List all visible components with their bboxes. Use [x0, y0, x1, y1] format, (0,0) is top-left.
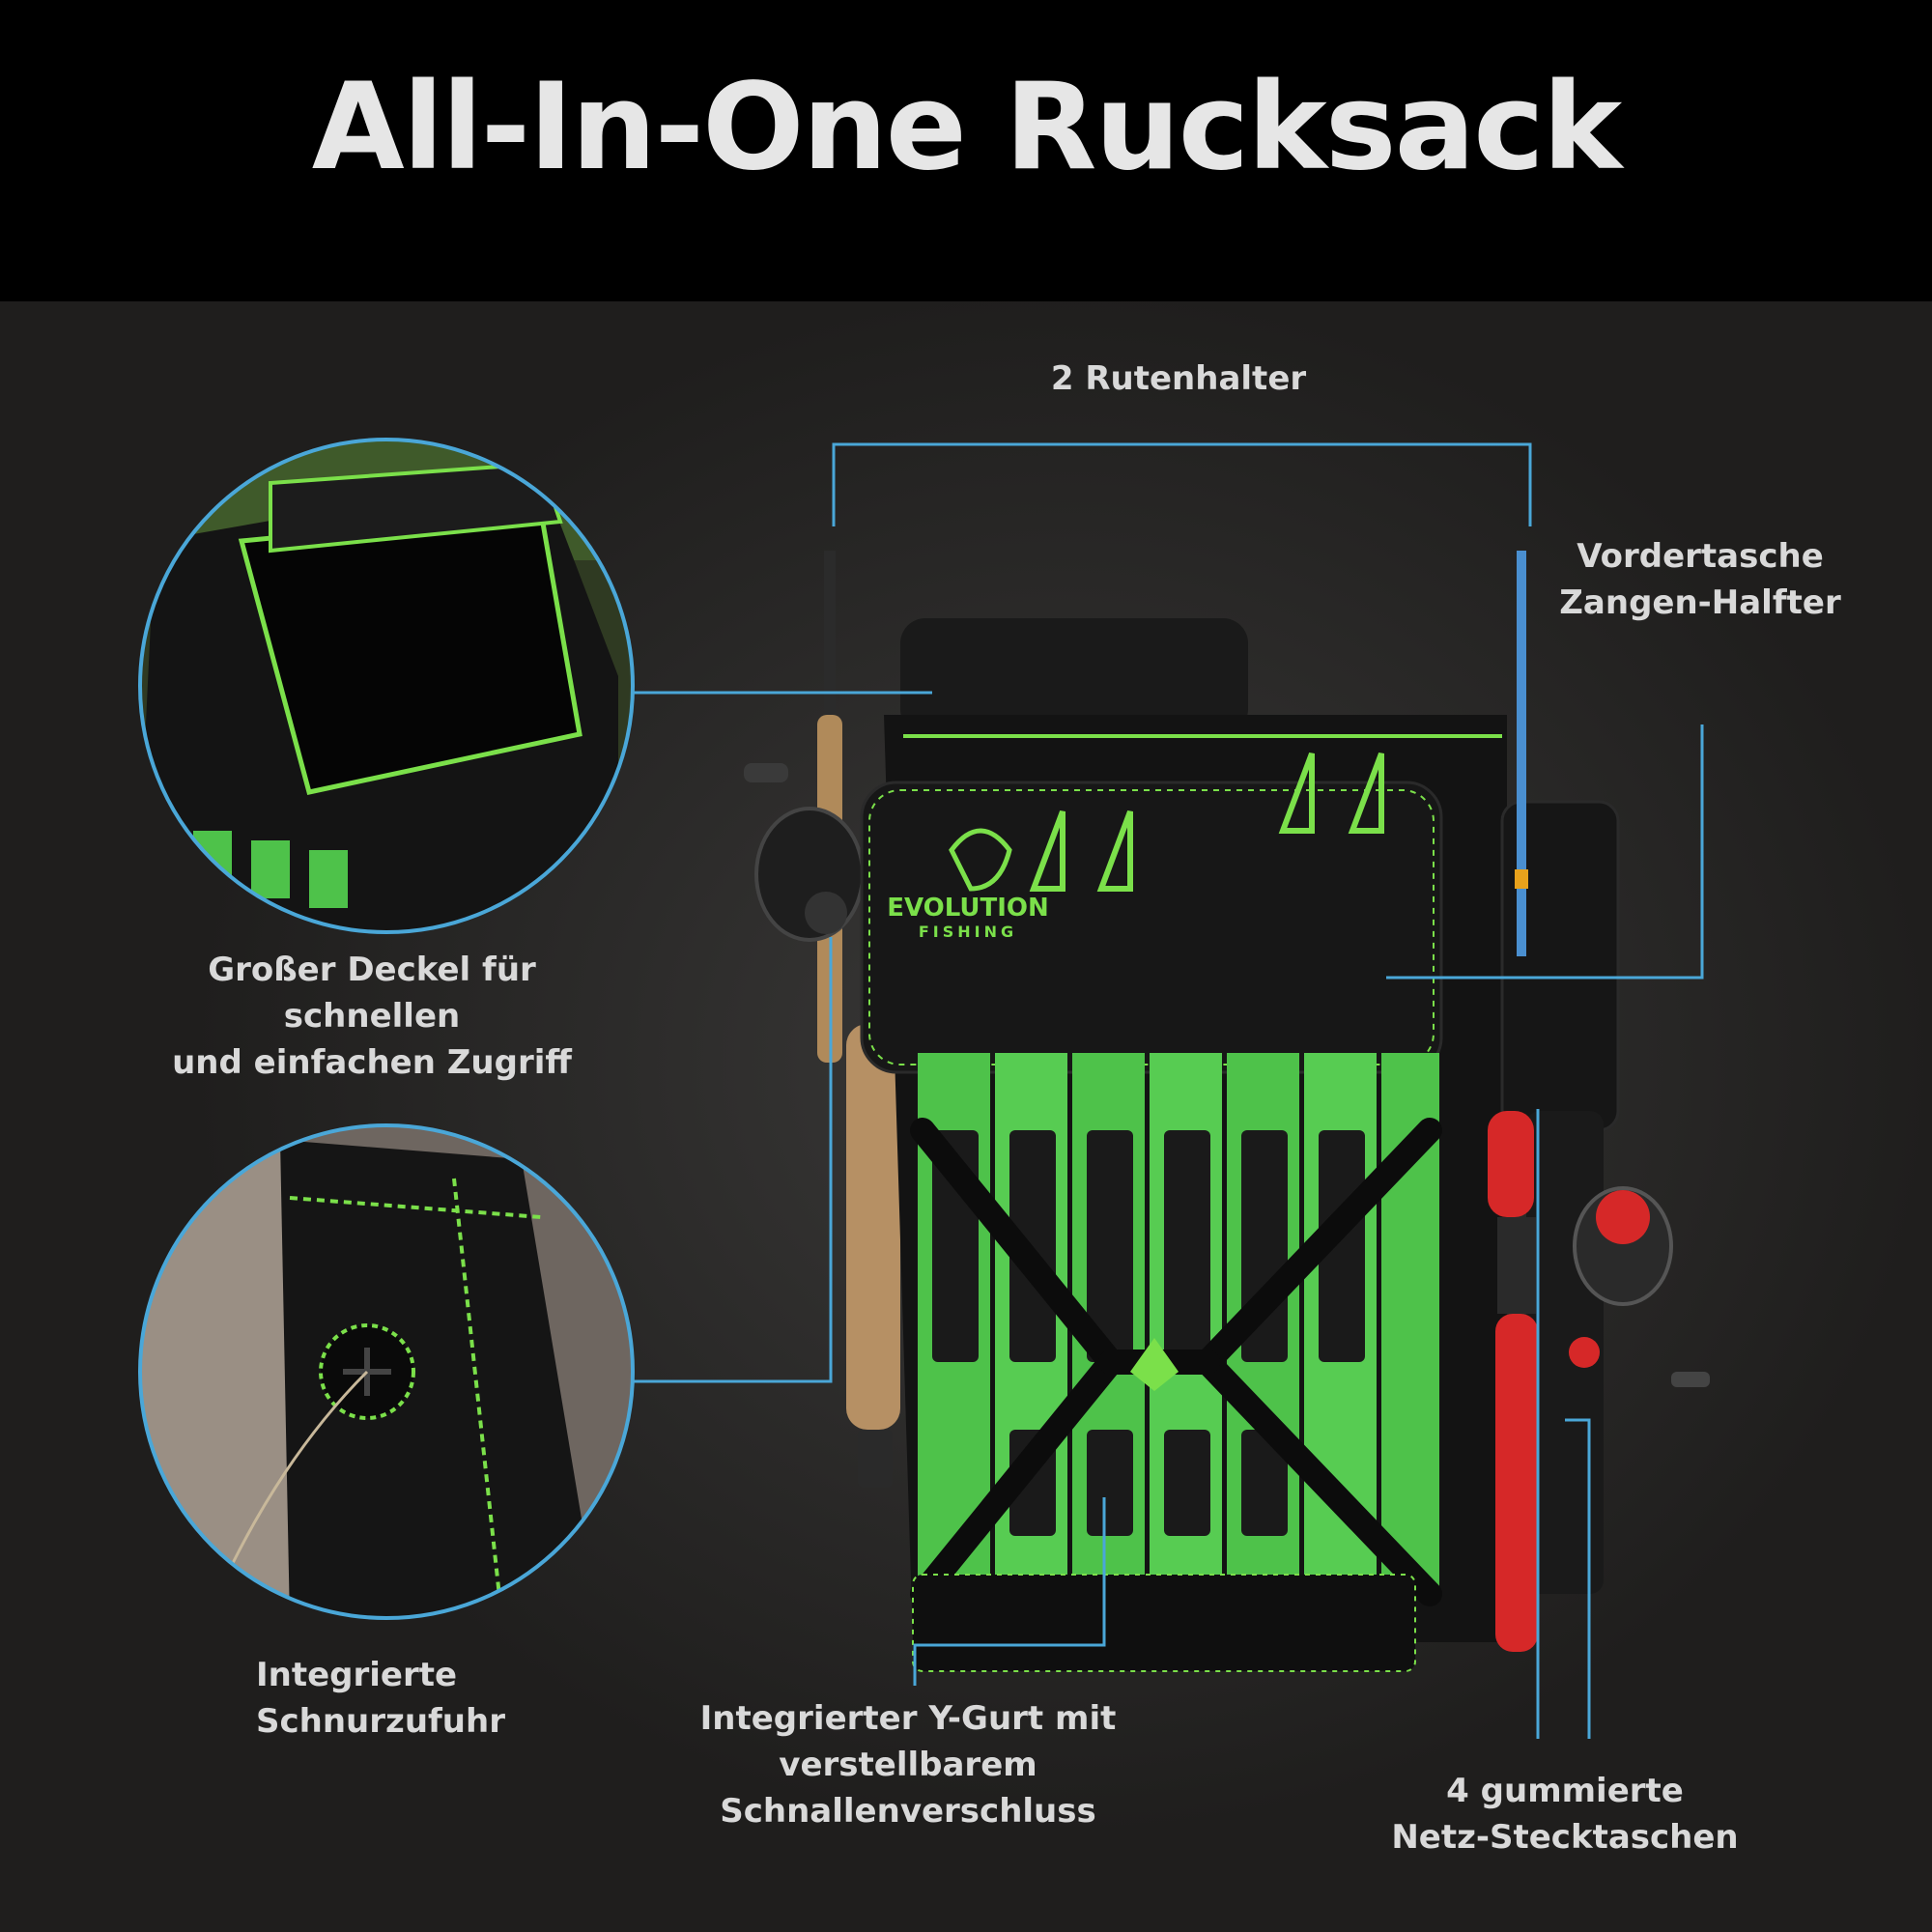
label-lid: Großer Deckel für schnellen und einfache…	[116, 947, 628, 1086]
label-mesh-pockets: 4 gummierte Netz-Stecktaschen	[1372, 1768, 1758, 1861]
label-y-strap-line1: Integrierter Y-Gurt mit	[699, 1699, 1117, 1738]
right-fishing-rod	[1488, 551, 1710, 1652]
brand-logo-text: EVOLUTION	[887, 894, 1049, 923]
label-rod-holders: 2 Rutenhalter	[1050, 359, 1307, 398]
label-lid-line2: und einfachen Zugriff	[172, 1043, 572, 1082]
detail-linefeed-image	[140, 1125, 633, 1618]
backpack-body	[860, 618, 1620, 1672]
label-y-strap-line3: Schnallenverschluss	[720, 1792, 1096, 1831]
label-line-feed-line2: Schnurzufuhr	[256, 1702, 505, 1741]
label-mesh-pockets-line2: Netz-Stecktaschen	[1391, 1818, 1739, 1857]
label-mesh-pockets-line1: 4 gummierte	[1446, 1772, 1684, 1810]
label-line-feed-line1: Integrierte	[256, 1656, 458, 1694]
brand-logo	[949, 828, 1012, 892]
left-fishing-rod	[744, 551, 900, 1488]
label-line-feed: Integrierte Schnurzufuhr	[256, 1652, 565, 1745]
detail-circle-linefeed	[138, 1123, 635, 1620]
label-front-pocket-line2: Zangen-Halfter	[1559, 583, 1841, 622]
label-lid-line1: Großer Deckel für schnellen	[208, 951, 536, 1036]
brand-logo-subtext: FISHING	[918, 923, 1018, 941]
detail-circle-lid	[138, 438, 635, 934]
detail-lid-image	[140, 440, 633, 932]
label-front-pocket: Vordertasche Zangen-Halfter	[1536, 533, 1864, 626]
label-y-strap: Integrierter Y-Gurt mit verstellbarem Sc…	[676, 1695, 1140, 1834]
label-y-strap-line2: verstellbarem	[779, 1746, 1037, 1784]
header-band	[0, 0, 1932, 301]
headline: All-In-One Rucksack	[311, 58, 1622, 197]
callout-lines	[633, 442, 1704, 1739]
label-front-pocket-line1: Vordertasche	[1577, 537, 1824, 576]
